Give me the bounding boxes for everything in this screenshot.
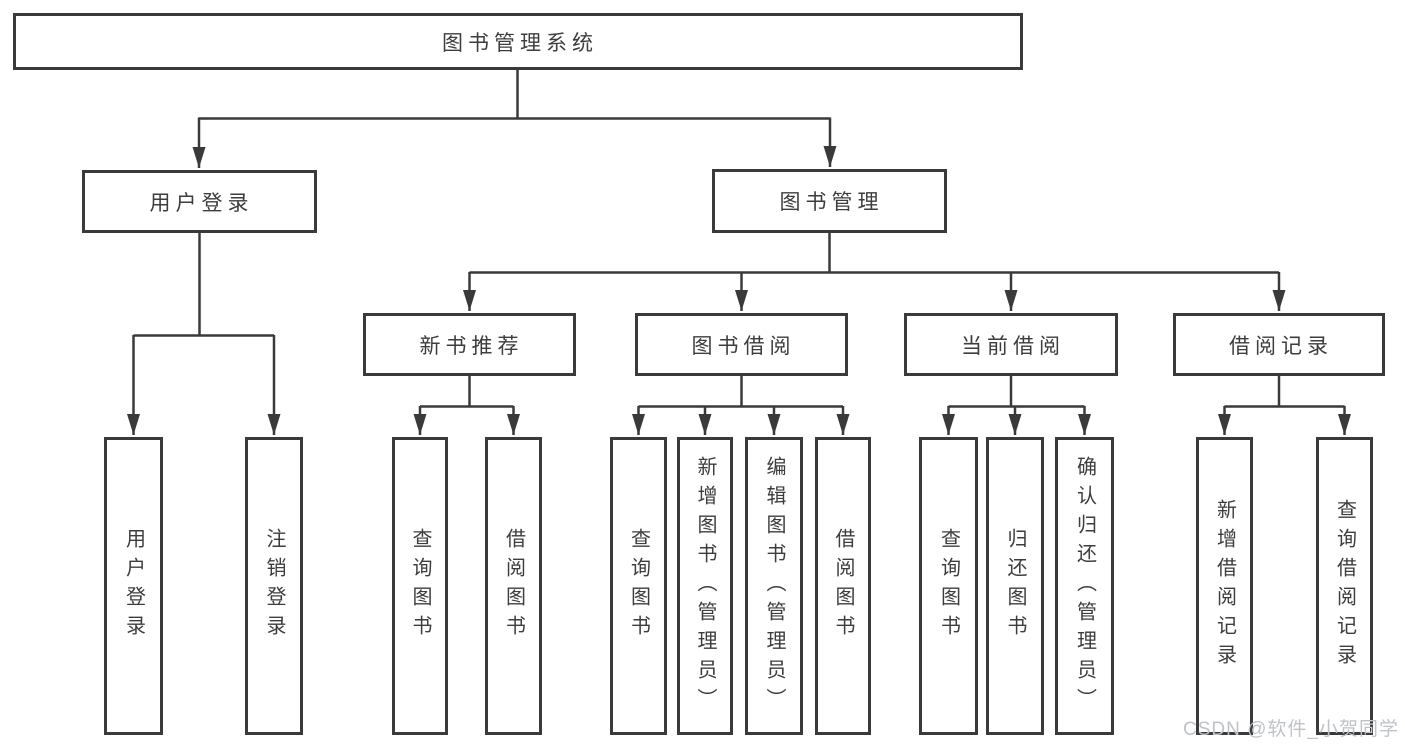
leaf-label: 查询图书	[937, 528, 960, 644]
connector-borrow-stem	[638, 376, 843, 408]
node-book-management: 图书管理	[712, 169, 947, 233]
leaf-label: 查询借阅记录	[1333, 499, 1356, 673]
node-current-borrowing: 当前借阅	[904, 313, 1118, 376]
leaf-confirm-return-admin: 确认归还（管理员）	[1055, 437, 1114, 735]
leaf-add-borrow-record: 新增借阅记录	[1196, 437, 1253, 735]
leaf-label: 查询图书	[409, 528, 431, 644]
leaf-label: 归还图书	[1004, 528, 1026, 644]
leaf-borrow-books: 借阅图书	[815, 437, 871, 735]
leaf-return-books: 归还图书	[986, 437, 1044, 735]
connector-book-mgmt-stem	[469, 233, 1279, 274]
node-book-borrowing: 图书借阅	[635, 313, 848, 376]
node-label: 当前借阅	[961, 334, 1065, 358]
leaf-query-books-borrow: 查询图书	[610, 437, 667, 735]
connector-current-stem	[948, 376, 1085, 408]
leaf-label: 用户登录	[122, 528, 145, 644]
node-label: 用户登录	[149, 191, 254, 215]
leaf-label: 借阅图书	[832, 528, 854, 644]
leaf-label: 注销登录	[263, 528, 285, 644]
connector-newbook-stem	[420, 376, 514, 408]
leaf-label: 新增图书（管理员）	[694, 455, 716, 717]
node-library-system: 图书管理系统	[13, 13, 1023, 70]
leaf-logout: 注销登录	[245, 437, 303, 735]
node-label: 图书管理系统	[442, 31, 598, 55]
leaf-label: 编辑图书（管理员）	[763, 455, 785, 717]
node-label: 图书管理	[779, 191, 884, 214]
leaf-borrow-books-newbook: 借阅图书	[485, 437, 542, 735]
csdn-watermark: CSDN @软件_小贺同学	[1183, 719, 1399, 740]
node-borrowing-records: 借阅记录	[1173, 313, 1385, 376]
leaf-label: 查询图书	[627, 528, 650, 644]
leaf-label: 确认归还（管理员）	[1073, 455, 1096, 717]
node-new-book-recommendation: 新书推荐	[363, 313, 576, 376]
leaf-query-books-current: 查询图书	[919, 437, 978, 735]
node-user-login: 用户登录	[82, 170, 317, 233]
node-label: 借阅记录	[1229, 334, 1333, 358]
leaf-query-books-newbook: 查询图书	[392, 437, 448, 735]
node-label: 图书借阅	[691, 334, 796, 358]
leaf-label: 借阅图书	[502, 528, 525, 644]
leaf-label: 新增借阅记录	[1213, 499, 1236, 673]
leaf-user-login: 用户登录	[104, 437, 163, 735]
connector-record-stem	[1224, 376, 1345, 408]
leaf-edit-books-admin: 编辑图书（管理员）	[745, 437, 803, 735]
connector-root-stem	[199, 70, 830, 120]
leaf-query-borrow-record: 查询借阅记录	[1316, 437, 1373, 735]
connector-user-login-stem	[133, 233, 274, 337]
leaf-add-books-admin: 新增图书（管理员）	[677, 437, 733, 735]
node-label: 新书推荐	[419, 334, 524, 358]
